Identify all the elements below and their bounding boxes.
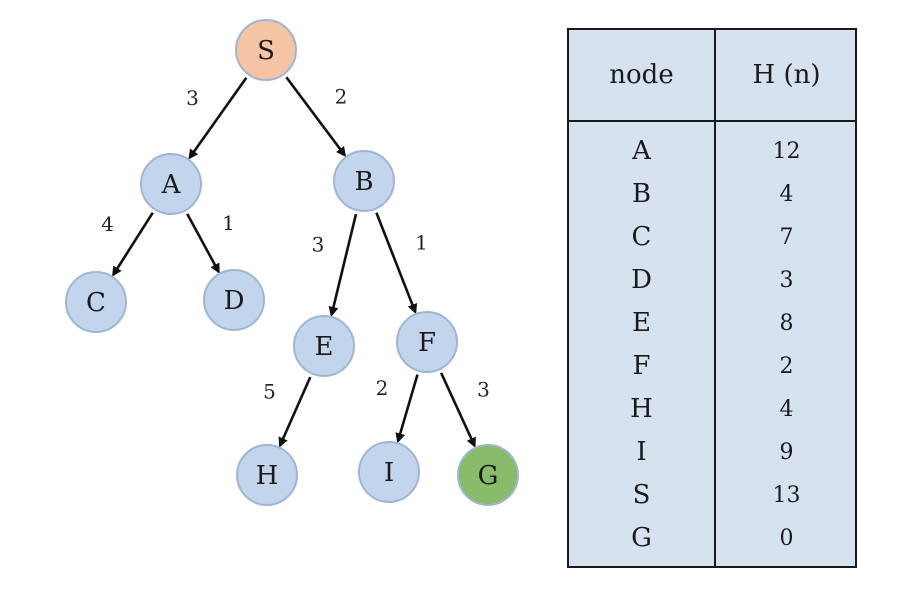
table-cell-node: A xyxy=(632,136,651,166)
node-H: H xyxy=(236,444,298,506)
edge-cost-B-E: 3 xyxy=(312,233,325,257)
edge-S-B xyxy=(285,76,347,157)
table-cell-heuristic: 4 xyxy=(779,397,794,422)
node-label-I: I xyxy=(384,458,394,488)
node-circle-S xyxy=(235,19,297,81)
node-circle-E xyxy=(293,315,355,377)
heuristic-column: 12 4 7 3 8 2 4 9 13 0 xyxy=(714,130,859,560)
table-cell-heuristic: 0 xyxy=(779,526,794,551)
edge-F-I xyxy=(395,374,419,444)
node-circle-H xyxy=(236,444,298,506)
node-F: F xyxy=(396,311,458,373)
node-label-C: C xyxy=(86,288,106,318)
table-cell-node: I xyxy=(636,437,647,467)
header-node: node xyxy=(609,60,674,90)
table-cell-node: C xyxy=(631,222,652,252)
node-S: S xyxy=(235,19,297,81)
edge-cost-S-B: 2 xyxy=(335,85,348,109)
table-cell-node: F xyxy=(632,351,651,381)
table-cell-heuristic: 12 xyxy=(772,139,801,164)
table-cell-heuristic: 2 xyxy=(779,354,794,379)
node-circle-G xyxy=(457,444,519,506)
edge-B-F xyxy=(375,212,418,315)
node-label-H: H xyxy=(256,461,279,491)
edge-cost-E-H: 5 xyxy=(263,380,276,404)
node-label-G: G xyxy=(478,461,499,491)
search-tree-diagram: 3 2 4 1 3 1 5 2 3 S A B C D E F H I G xyxy=(65,19,519,506)
table-cell-node: G xyxy=(631,523,652,553)
table-cell-node: H xyxy=(630,394,653,424)
edge-E-H xyxy=(278,376,312,448)
node-label-D: D xyxy=(224,286,245,316)
header-heuristic: H (n) xyxy=(752,60,821,90)
node-E: E xyxy=(293,315,355,377)
node-D: D xyxy=(203,269,265,331)
node-label-S: S xyxy=(257,36,275,66)
node-label-B: B xyxy=(354,167,373,197)
node-circle-A xyxy=(140,153,202,215)
edge-cost-S-A: 3 xyxy=(186,86,199,110)
table-cell-heuristic: 7 xyxy=(779,225,794,250)
node-label-E: E xyxy=(315,332,334,362)
edge-cost-F-G: 3 xyxy=(477,378,490,402)
node-I: I xyxy=(358,441,420,503)
edge-A-D xyxy=(186,213,220,274)
node-circle-C xyxy=(65,271,127,333)
edge-A-C xyxy=(112,211,154,277)
table-cell-heuristic: 4 xyxy=(779,182,794,207)
node-C: C xyxy=(65,271,127,333)
edge-S-A xyxy=(188,76,248,160)
table-cell-heuristic: 9 xyxy=(779,440,794,465)
table-cell-heuristic: 8 xyxy=(779,311,794,336)
edge-cost-A-C: 4 xyxy=(101,212,114,236)
edge-cost-A-D: 1 xyxy=(222,211,235,235)
node-circle-D xyxy=(203,269,265,331)
node-A: A xyxy=(140,153,202,215)
table-column-divider xyxy=(714,30,716,566)
node-G: G xyxy=(457,444,519,506)
table-header-divider xyxy=(569,120,855,122)
node-B: B xyxy=(333,150,395,212)
table-cell-node: B xyxy=(631,179,652,209)
node-label-A: A xyxy=(161,170,182,200)
node-circle-B xyxy=(333,150,395,212)
node-circle-I xyxy=(358,441,420,503)
table-cell-node: S xyxy=(632,480,651,510)
edge-B-E xyxy=(328,213,358,317)
table-cell-heuristic: 13 xyxy=(772,483,801,508)
edge-cost-B-F: 1 xyxy=(415,231,428,255)
table-cell-node: D xyxy=(631,265,652,295)
node-circle-F xyxy=(396,311,458,373)
node-label-F: F xyxy=(418,328,436,358)
table-cell-heuristic: 3 xyxy=(779,268,794,293)
nodes-layer: S A B C D E F H I G xyxy=(65,19,519,506)
edges-layer: 3 2 4 1 3 1 5 2 3 xyxy=(101,76,490,448)
table-cell-node: E xyxy=(632,308,651,338)
edge-F-G xyxy=(439,372,476,448)
edge-cost-F-I: 2 xyxy=(376,376,389,400)
